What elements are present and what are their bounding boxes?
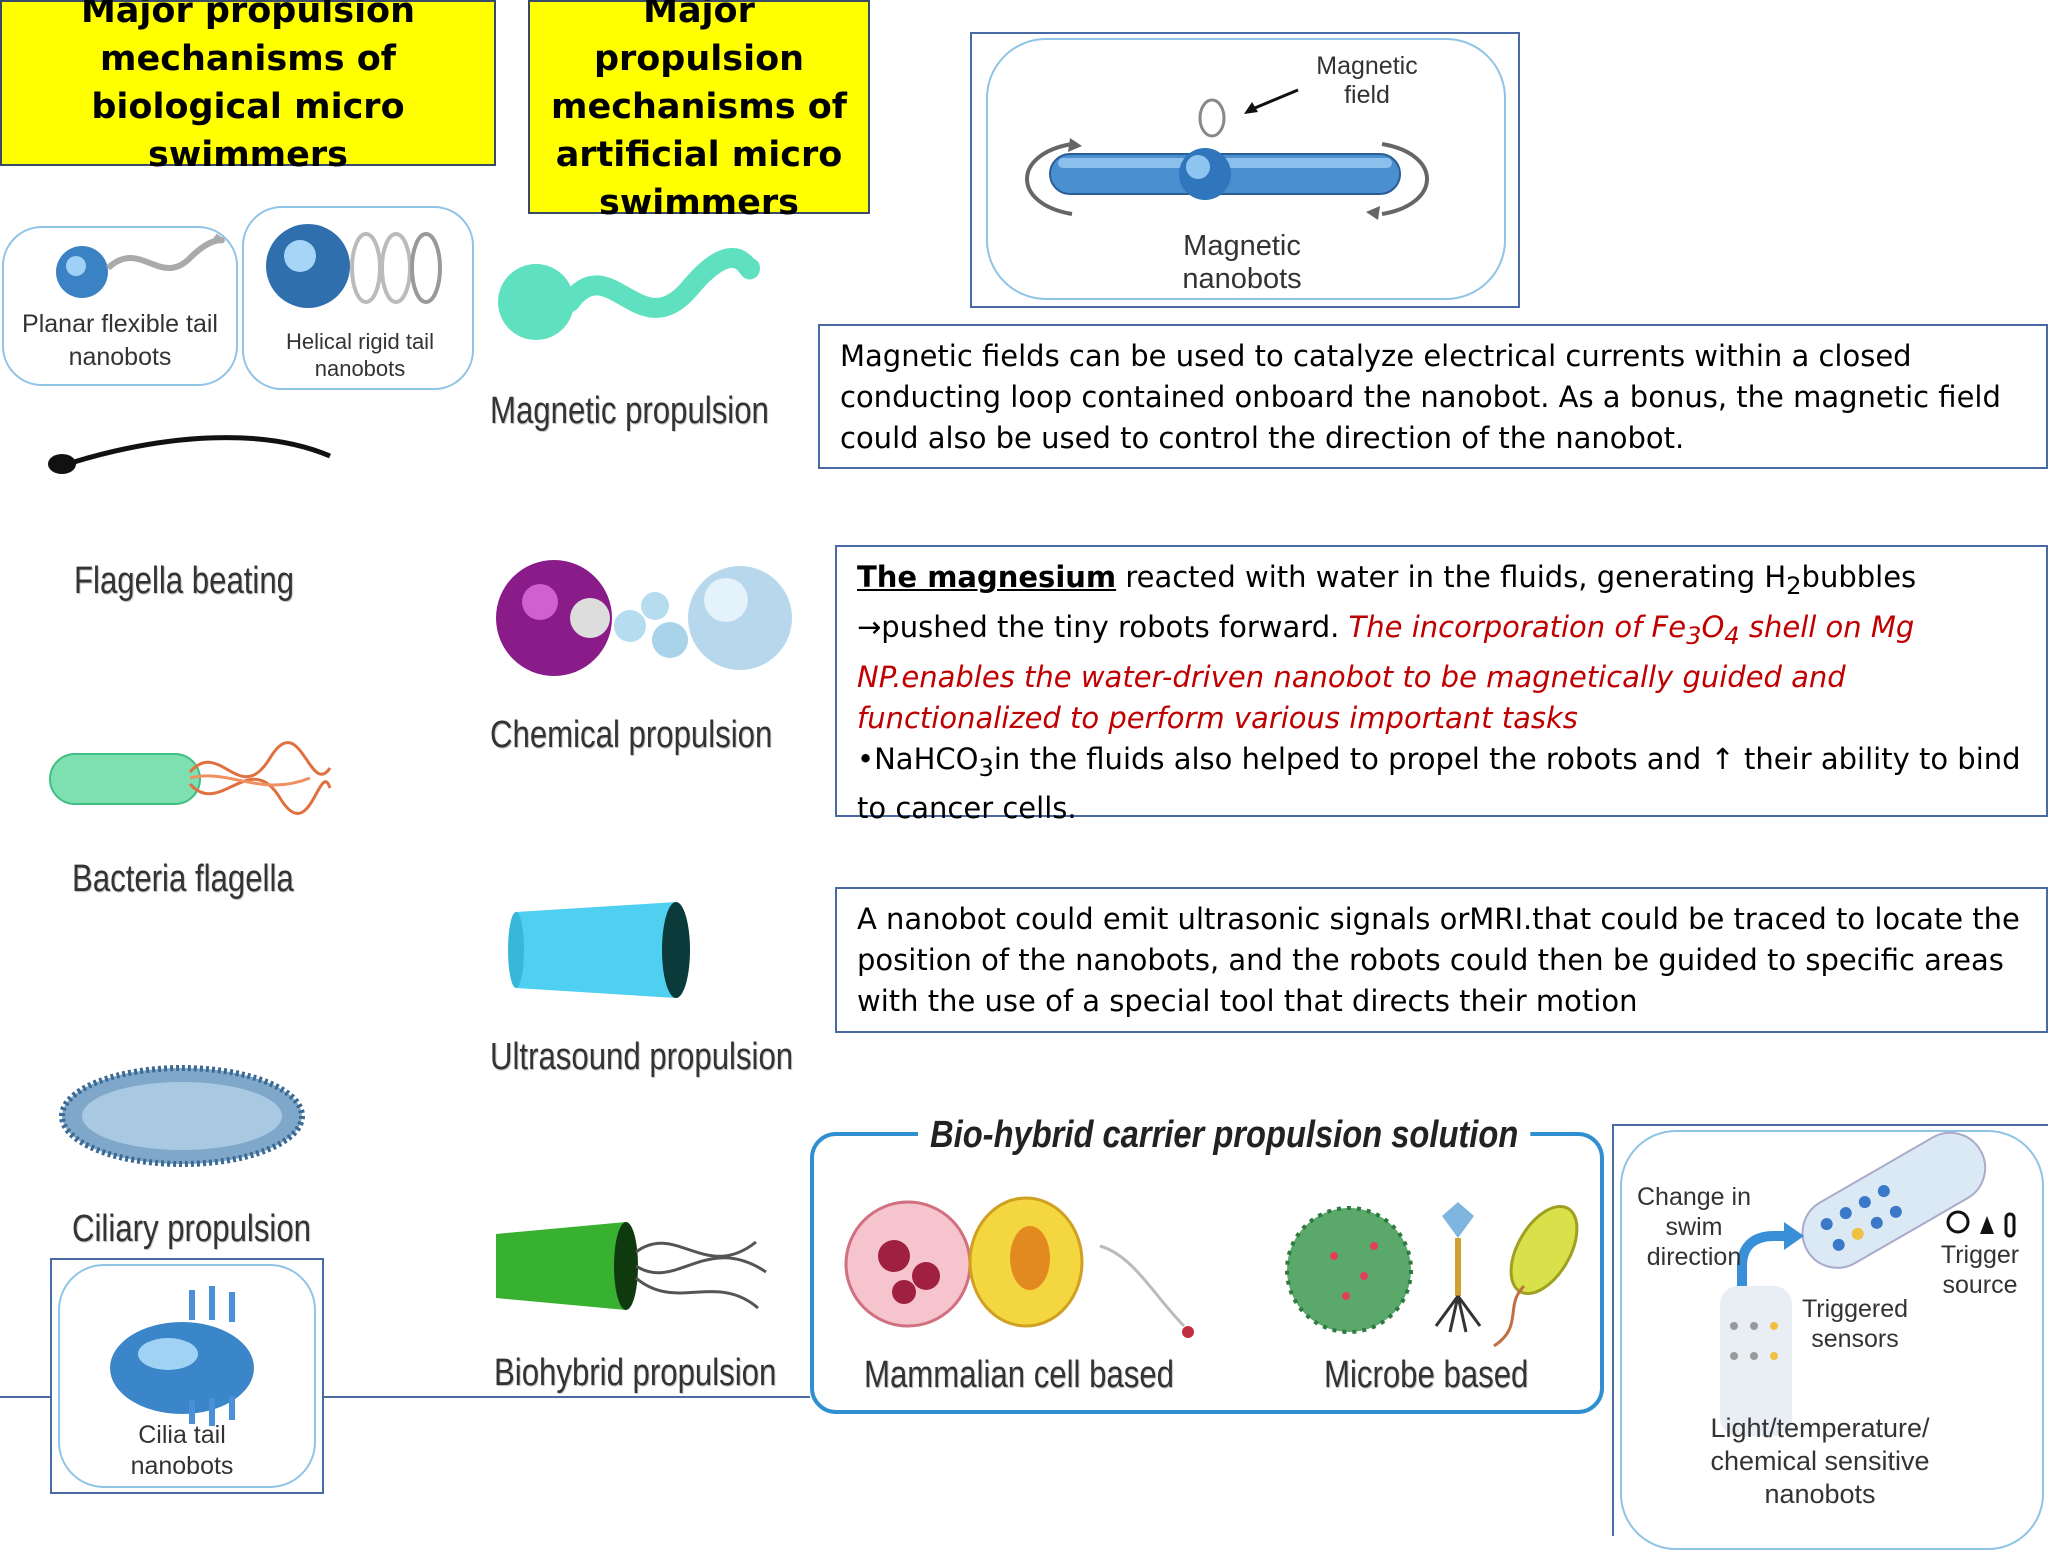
change-direction-label: Change in swim direction <box>1637 1183 1751 1271</box>
chemical-propulsion-label: Chemical propulsion <box>490 714 773 756</box>
trigger-source-label: Trigger source <box>1940 1241 2020 1299</box>
header-artificial: Major propulsion mechanisms of artificia… <box>528 0 870 223</box>
planar-nanobot-illustration <box>56 233 225 298</box>
microbe-label: Microbe based <box>1324 1354 1529 1396</box>
o4-subscript: 4 <box>1724 621 1740 650</box>
magnetic-diagram-frame: Magnetic field Magnetic nanobots <box>970 32 1520 308</box>
magnetic-nanobot-illustration <box>1025 88 1429 220</box>
magnetic-propulsion-label: Magnetic propulsion <box>490 390 769 432</box>
cilia-tail-frame: Cilia tail nanobots <box>50 1258 324 1494</box>
mammalian-label: Mammalian cell based <box>864 1354 1175 1396</box>
header-artificial-text: Major propulsion mechanisms of artificia… <box>551 0 847 223</box>
triggered-sensors-label: Triggered sensors <box>1801 1295 1909 1353</box>
chemical-red-2: shell on Mg NP.enables the water-driven … <box>857 609 1915 735</box>
planar-label: Planar flexible tail nanobots <box>22 310 218 371</box>
sensitive-frame: Change in swim direction Trigger source … <box>1612 1124 2048 1550</box>
magnetic-propulsion-illustration <box>498 248 760 340</box>
chemical-bold-term: The magnesium <box>857 560 1117 594</box>
bacteria-label: Bacteria flagella <box>72 858 294 900</box>
magnetic-field-label: Magnetic field <box>1316 52 1418 109</box>
cilia-tail-illustration <box>110 1286 254 1426</box>
ultrasound-propulsion-label: Ultrasound propulsion <box>490 1036 794 1078</box>
chemical-red-1: The incorporation of Fe <box>1348 609 1687 644</box>
ultrasound-text-box: A nanobot could emit ultrasonic signals … <box>835 887 2048 1033</box>
chemical-text-1: reacted with water in the fluids, genera… <box>1116 560 1787 594</box>
chemical-bullet-1: •NaHCO <box>857 741 979 776</box>
chemical-red-o: O <box>1701 609 1725 644</box>
h2-subscript: 2 <box>1786 571 1802 600</box>
header-biological: Major propulsion mechanisms of biologica… <box>0 0 496 175</box>
sensitive-bottom-label: Light/temperature/ chemical sensitive na… <box>1710 1413 1930 1509</box>
chemical-propulsion-illustration <box>496 560 792 676</box>
co3-subscript: 3 <box>978 753 994 782</box>
magnetic-text-box: Magnetic fields can be used to catalyze … <box>818 324 2048 469</box>
bacteria-illustration <box>49 741 332 815</box>
ultrasound-propulsion-illustration <box>508 902 690 998</box>
biohybrid-propulsion-label: Biohybrid propulsion <box>494 1352 777 1394</box>
magnetic-text: Magnetic fields can be used to catalyze … <box>840 339 2001 455</box>
helical-nanobot-illustration <box>266 224 442 308</box>
sensitive-nanobot-illustration <box>1720 1131 2016 1436</box>
chemical-bullet-2: in the fluids also helped to propel the … <box>857 741 2021 826</box>
biohybrid-propulsion-illustration <box>496 1222 767 1310</box>
biohybrid-panel: Bio-hybrid carrier propulsion solution M… <box>810 1114 1604 1414</box>
magnetic-nanobots-label: Magnetic nanobots <box>1182 230 1302 295</box>
biohybrid-title: Bio-hybrid carrier propulsion solution <box>918 1114 1531 1157</box>
ciliate-illustration <box>59 1065 305 1167</box>
helical-label: Helical rigid tail nanobots <box>286 329 434 381</box>
biohybrid-cells-illustration <box>844 1196 1579 1348</box>
chemical-text-2: bubbles →pushed the tiny robots forward. <box>857 560 1917 644</box>
divider-line <box>0 1396 810 1398</box>
ultrasound-text: A nanobot could emit ultrasonic signals … <box>857 902 2020 1018</box>
cilia-tail-label: Cilia tail nanobots <box>130 1421 234 1480</box>
sperm-illustration <box>48 435 331 474</box>
header-biological-text: Major propulsion mechanisms of biologica… <box>80 0 416 175</box>
flagella-label: Flagella beating <box>74 560 295 602</box>
ciliary-label: Ciliary propulsion <box>72 1208 312 1250</box>
fe3-subscript: 3 <box>1686 621 1702 650</box>
chemical-text-box: The magnesium reacted with water in the … <box>835 545 2048 825</box>
